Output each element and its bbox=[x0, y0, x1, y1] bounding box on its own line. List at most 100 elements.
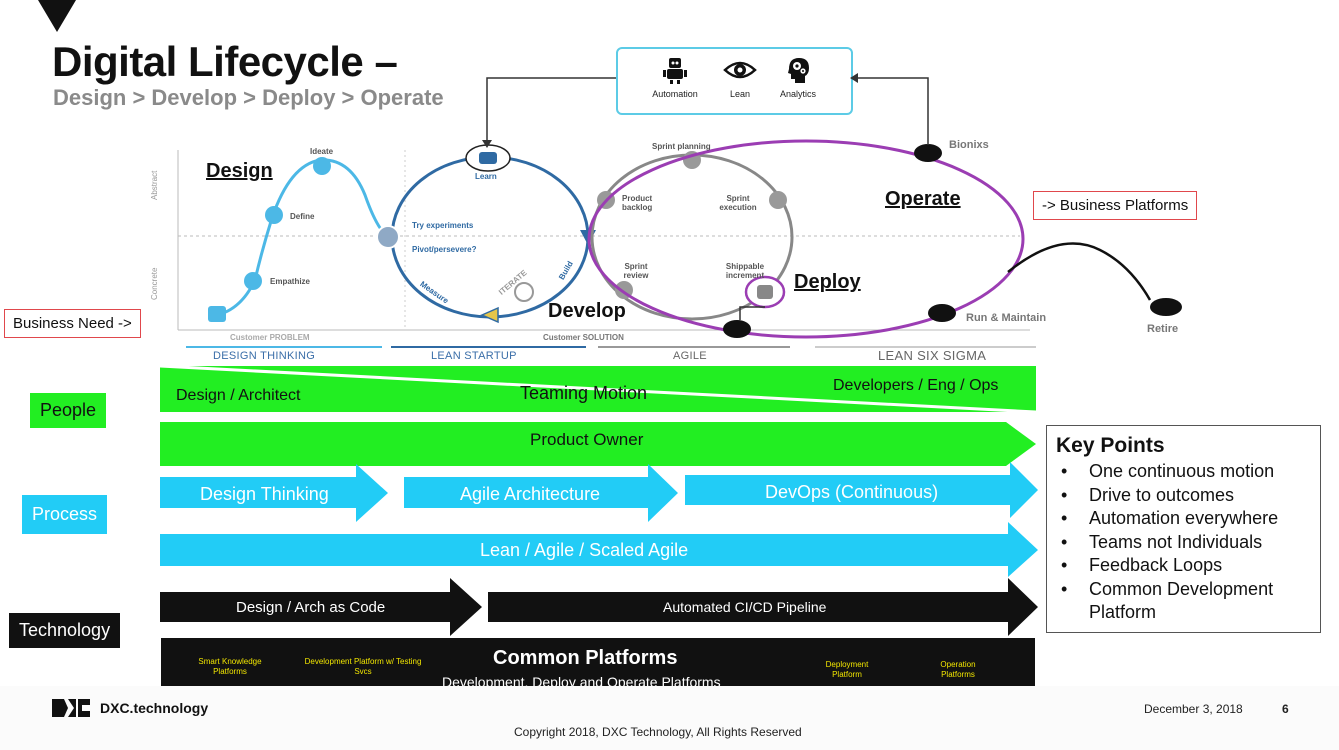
people-bars bbox=[160, 366, 1037, 466]
cicd-text: Automated CI/CD Pipeline bbox=[663, 599, 827, 615]
key-points-list: One continuous motion Drive to outcomes … bbox=[1047, 460, 1320, 625]
list-item: Teams not Individuals bbox=[1061, 531, 1320, 555]
sprint-execution-label: Sprint execution bbox=[719, 194, 757, 212]
list-item: Automation everywhere bbox=[1061, 507, 1320, 531]
eye-icon bbox=[723, 61, 757, 79]
footer-date: December 3, 2018 bbox=[1144, 702, 1243, 716]
develop-label: Develop bbox=[548, 300, 626, 322]
product-owner-text: Product Owner bbox=[530, 430, 644, 449]
teaming-motion-text: Teaming Motion bbox=[520, 383, 648, 403]
arrow-head-icon bbox=[482, 140, 492, 148]
lean-startup-loop bbox=[390, 155, 590, 319]
teaming-diagonal bbox=[160, 366, 1037, 414]
try-experiments-label: Try experiments bbox=[412, 221, 474, 230]
ideate-label: Ideate bbox=[310, 147, 334, 156]
concrete-label: Concrete bbox=[150, 267, 159, 300]
developers-text: Developers / Eng / Ops bbox=[833, 377, 999, 394]
list-item: Drive to outcomes bbox=[1061, 484, 1320, 508]
bionixs-label: Bionixs bbox=[949, 139, 989, 151]
agile-architecture-text: Agile Architecture bbox=[460, 484, 601, 504]
cicd-arrow bbox=[488, 578, 1038, 636]
footer bbox=[0, 686, 1339, 750]
sprint-execution-node bbox=[769, 191, 787, 209]
copyright-text: Copyright 2018, DXC Technology, All Righ… bbox=[514, 725, 802, 739]
loop-connector-node bbox=[376, 225, 400, 249]
dev-platform-label: Development Platform w/ Testing Svcs bbox=[304, 657, 422, 676]
product-owner-arrow bbox=[160, 422, 1036, 466]
key-points-title: Key Points bbox=[1056, 434, 1165, 457]
tools-to-learn-arrow bbox=[486, 77, 616, 143]
lean-agile-text: Lean / Agile / Scaled Agile bbox=[480, 540, 689, 560]
devops-text: DevOps (Continuous) bbox=[765, 482, 939, 502]
people-label: People bbox=[30, 393, 107, 428]
define-node bbox=[265, 206, 283, 224]
smart-knowledge-label: Smart Knowledge Platforms bbox=[198, 657, 262, 676]
tool-lean: Lean bbox=[705, 55, 775, 99]
deployment-platform-label: Deployment Platform bbox=[825, 660, 869, 679]
head-gears-icon bbox=[788, 58, 809, 83]
key-points-box: Key Points One continuous motion Drive t… bbox=[1046, 425, 1321, 633]
shippable-increment-label: Shippable increment bbox=[725, 262, 765, 280]
measure-arrow-icon bbox=[480, 306, 499, 324]
dxc-logo-icon bbox=[52, 699, 90, 717]
ideate-node bbox=[313, 157, 331, 175]
learn-label: Learn bbox=[475, 172, 497, 181]
tool-label: Analytics bbox=[779, 89, 816, 99]
start-node bbox=[208, 306, 226, 322]
lifecycle-diagram bbox=[177, 73, 1182, 348]
process-arrows bbox=[160, 462, 1038, 577]
operation-platforms-label: Operation Platforms bbox=[940, 660, 976, 679]
empathize-node bbox=[244, 272, 262, 290]
design-arch-code-text: Design / Arch as Code bbox=[236, 599, 386, 616]
list-item: Feedback Loops bbox=[1061, 554, 1320, 578]
retire-node bbox=[1150, 298, 1182, 316]
technology-arrows bbox=[160, 578, 1038, 636]
page-subtitle: Design > Develop > Deploy > Operate bbox=[53, 85, 444, 110]
design-arch-code-arrow bbox=[160, 578, 482, 636]
page-number: 6 bbox=[1282, 702, 1289, 716]
learn-node bbox=[479, 152, 497, 164]
design-thinking-arrow bbox=[160, 464, 388, 522]
tool-analytics: Analytics bbox=[763, 55, 833, 99]
design-label: Design bbox=[206, 160, 273, 182]
robot-icon bbox=[663, 58, 687, 84]
iterate-icon bbox=[514, 282, 534, 302]
agile-architecture-arrow bbox=[404, 464, 678, 522]
stage-lean-six-sigma: LEAN SIX SIGMA bbox=[878, 348, 987, 363]
tool-label: Lean bbox=[729, 89, 751, 99]
list-item: Common Development Platform bbox=[1061, 578, 1320, 625]
pivot-label: Pivot/persevere? bbox=[412, 245, 477, 254]
stage-lean-startup: LEAN STARTUP bbox=[431, 350, 517, 362]
process-label: Process bbox=[22, 495, 108, 534]
lean-agile-arrow bbox=[160, 522, 1038, 577]
deploy-label: Deploy bbox=[794, 271, 861, 293]
devops-arrow bbox=[685, 462, 1038, 518]
brand-name: DXC.technology bbox=[100, 700, 209, 716]
design-thinking-curve bbox=[211, 158, 391, 318]
sprint-planning-label: Sprint planning bbox=[652, 142, 711, 151]
business-platforms-callout: -> Business Platforms bbox=[1033, 191, 1198, 220]
tools-box: Automation Lean Analytics bbox=[616, 47, 853, 115]
tool-label: Automation bbox=[652, 89, 698, 99]
abstract-label: Abstract bbox=[150, 170, 159, 200]
bionixs-node bbox=[914, 144, 942, 162]
run-maintain-node bbox=[928, 304, 956, 322]
list-item: One continuous motion bbox=[1061, 460, 1320, 484]
technology-label: Technology bbox=[9, 613, 121, 648]
shippable-node bbox=[757, 285, 773, 299]
page-title: Digital Lifecycle – bbox=[52, 38, 398, 85]
run-maintain-label: Run & Maintain bbox=[966, 312, 1047, 324]
corner-triangle-icon bbox=[38, 0, 76, 32]
shippable-to-deploy-arrow bbox=[739, 306, 765, 320]
stage-design-thinking: DESIGN THINKING bbox=[213, 350, 316, 362]
design-architect-text: Design / Architect bbox=[176, 387, 301, 404]
bionixs-to-tools-arrow bbox=[856, 77, 929, 145]
deploy-node bbox=[723, 320, 751, 338]
business-need-callout: Business Need -> bbox=[4, 309, 141, 338]
operate-loop bbox=[587, 139, 1025, 339]
design-thinking-text: Design Thinking bbox=[200, 484, 329, 504]
retire-label: Retire bbox=[1147, 323, 1179, 335]
retire-path bbox=[1007, 242, 1152, 301]
empathize-label: Empathize bbox=[270, 277, 311, 286]
product-backlog-label: Product backlog bbox=[622, 194, 653, 212]
